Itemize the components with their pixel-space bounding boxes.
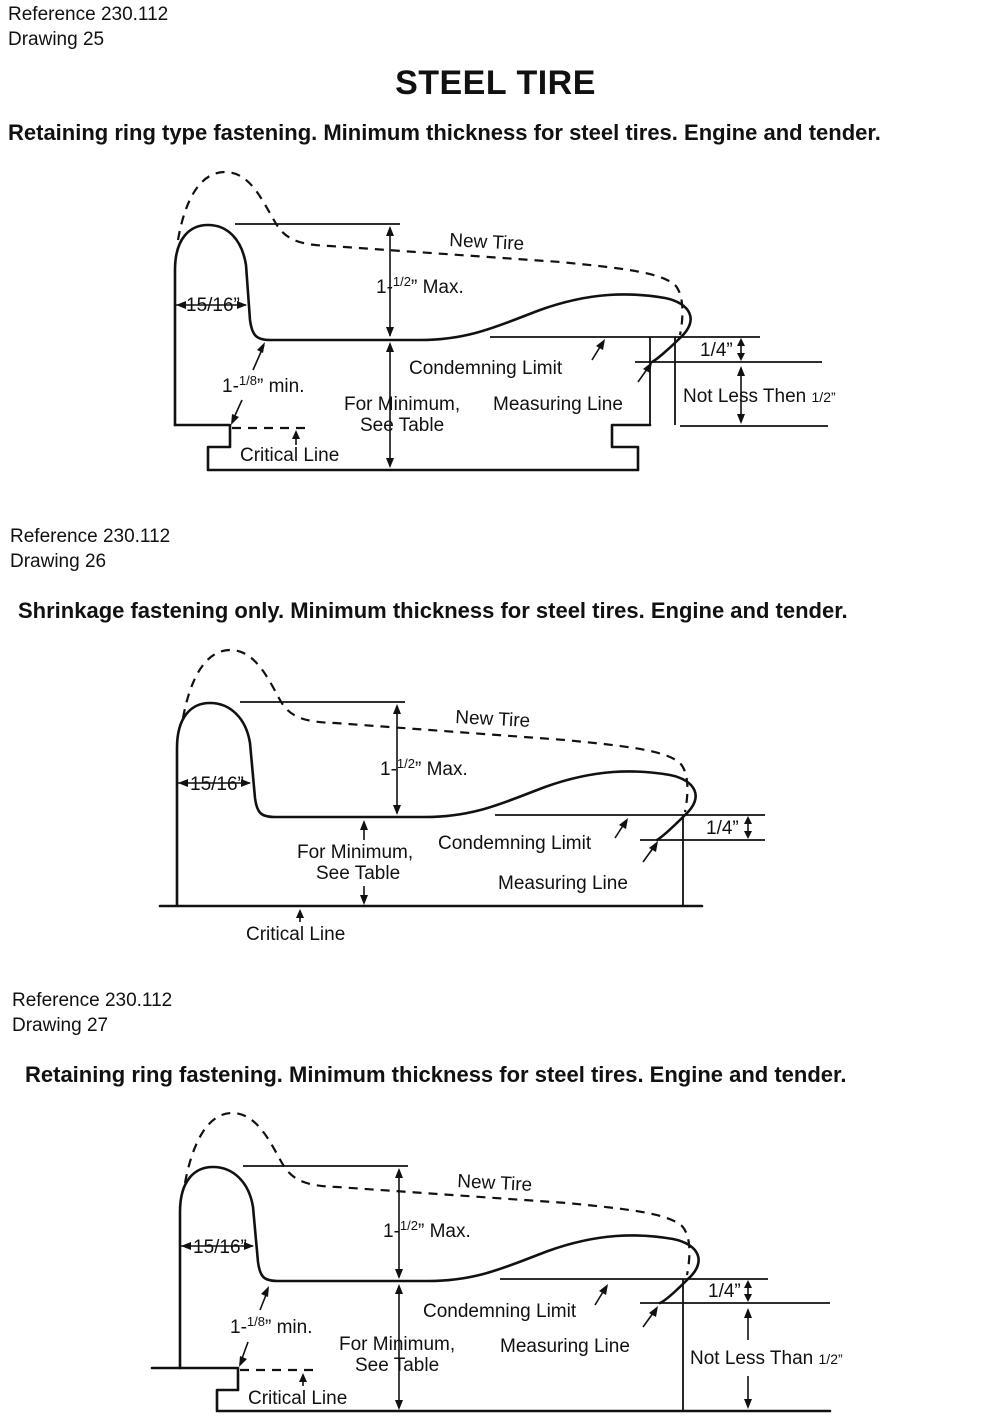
- new-tire-label: New Tire: [449, 230, 525, 255]
- max-label: 1-1/2” Max.: [376, 274, 464, 298]
- arrowhead: [299, 1373, 307, 1382]
- arrowhead: [386, 342, 394, 352]
- arrowhead: [176, 301, 186, 309]
- arrowhead: [643, 362, 652, 373]
- reference-label: Reference 230.112 Drawing 25: [8, 2, 168, 52]
- drawing-number: Drawing 25: [8, 29, 105, 50]
- arrowhead: [395, 1269, 403, 1279]
- arrowhead: [181, 1242, 191, 1250]
- critical-line-label: Critical Line: [240, 445, 339, 466]
- for-minimum-label: For Minimum,: [297, 842, 413, 863]
- arrowhead: [737, 338, 745, 346]
- flange-width-label: 15/16”: [186, 295, 240, 316]
- arrowhead: [257, 342, 265, 353]
- reference-number: Reference 230.112: [8, 4, 169, 25]
- new-tire-outline: [183, 1111, 691, 1276]
- condemning-limit-label: Condemning Limit: [438, 833, 592, 854]
- tire-profile-drawing-26: New Tire 1-1/2” Max. 15/16” Condemning L…: [0, 640, 991, 950]
- arrowhead: [737, 366, 745, 376]
- arrowhead: [237, 301, 247, 309]
- arrowhead: [744, 816, 752, 824]
- reference-number: Reference 230.112: [12, 990, 173, 1011]
- worn-tire-outline: [175, 701, 697, 907]
- not-less-label: Not Less Than 1/2”: [690, 1348, 843, 1369]
- page-title: STEEL TIRE: [395, 64, 596, 102]
- wheel-body-outline: [150, 1366, 832, 1413]
- not-less-label: Not Less Then 1/2”: [683, 386, 836, 407]
- arrowhead: [386, 458, 394, 468]
- arrowhead: [244, 1242, 254, 1250]
- arrowhead: [744, 1294, 752, 1302]
- tire-profile-drawing-25: New Tire 1-1/2” Max. 15/16” 1-1/8” min. …: [0, 160, 991, 490]
- reference-label: Reference 230.112 Drawing 27: [12, 988, 172, 1038]
- quarter-inch-label: 1/4”: [700, 340, 733, 361]
- drawing-caption: Shrinkage fastening only. Minimum thickn…: [18, 598, 848, 623]
- max-label: 1-1/2” Max.: [383, 1218, 471, 1242]
- critical-line-label: Critical Line: [246, 924, 345, 945]
- flange-width-label: 15/16”: [193, 1237, 247, 1258]
- arrowhead: [261, 1286, 269, 1297]
- min-label: 1-1/8” min.: [230, 1314, 312, 1338]
- arrowhead: [744, 1308, 752, 1318]
- arrowhead: [393, 704, 401, 714]
- worn-tire-outline: [173, 223, 692, 427]
- max-label: 1-1/2” Max.: [380, 756, 468, 780]
- min-label: 1-1/8” min.: [222, 373, 304, 397]
- arrowhead: [239, 1356, 247, 1367]
- new-tire-label: New Tire: [455, 707, 531, 732]
- see-table-label: See Table: [355, 1355, 439, 1376]
- arrowhead: [596, 339, 605, 350]
- drawing-caption: Retaining ring fastening. Minimum thickn…: [25, 1062, 847, 1087]
- arrowhead: [649, 1306, 658, 1317]
- drawing-number: Drawing 26: [10, 551, 107, 572]
- drawing-number: Drawing 27: [12, 1015, 109, 1036]
- arrowhead: [241, 779, 251, 787]
- flange-width-label: 15/16”: [190, 774, 244, 795]
- condemning-limit-label: Condemning Limit: [423, 1301, 577, 1322]
- condemning-limit-label: Condemning Limit: [409, 358, 563, 379]
- reference-number: Reference 230.112: [10, 526, 171, 547]
- arrowhead: [393, 805, 401, 815]
- reference-label: Reference 230.112 Drawing 26: [10, 524, 170, 574]
- new-tire-outline: [176, 170, 684, 336]
- arrowhead: [744, 831, 752, 839]
- quarter-inch-label: 1/4”: [708, 1281, 741, 1302]
- arrowhead: [649, 841, 658, 852]
- worn-tire-outline: [178, 1165, 700, 1370]
- arrowhead: [599, 1284, 608, 1295]
- arrowhead: [619, 818, 628, 829]
- arrowhead: [395, 1400, 403, 1410]
- arrowhead: [386, 327, 394, 337]
- wheel-body-outline: [173, 423, 652, 472]
- tire-profile-diagram: New Tire 1-1/2” Max. 15/16” 1-1/8” min. …: [173, 170, 836, 472]
- tire-profile-diagram: New Tire 1-1/2” Max. 15/16” Condemning L…: [158, 648, 765, 945]
- measuring-line-label: Measuring Line: [498, 873, 628, 894]
- arrowhead: [395, 1168, 403, 1178]
- arrowhead: [737, 414, 745, 424]
- measuring-line-label: Measuring Line: [493, 394, 623, 415]
- arrowhead: [360, 820, 368, 830]
- arrowhead: [178, 779, 188, 787]
- new-tire-label: New Tire: [457, 1171, 533, 1196]
- arrowhead: [395, 1284, 403, 1294]
- critical-line-label: Critical Line: [248, 1388, 347, 1409]
- new-tire-outline: [181, 648, 689, 813]
- see-table-label: See Table: [360, 415, 444, 436]
- for-minimum-label: For Minimum,: [339, 1334, 455, 1355]
- arrowhead: [292, 430, 300, 439]
- see-table-label: See Table: [316, 863, 400, 884]
- arrowhead: [744, 1280, 752, 1288]
- arrowhead: [737, 353, 745, 361]
- tire-profile-diagram: New Tire 1-1/2” Max. 15/16” 1-1/8” min. …: [150, 1111, 843, 1413]
- arrowhead: [231, 414, 239, 425]
- measuring-line-label: Measuring Line: [500, 1336, 630, 1357]
- arrowhead: [296, 909, 304, 918]
- for-minimum-label: For Minimum,: [344, 394, 460, 415]
- drawing-caption: Retaining ring type fastening. Minimum t…: [8, 120, 881, 145]
- tire-profile-drawing-27: New Tire 1-1/2” Max. 15/16” 1-1/8” min. …: [0, 1100, 991, 1418]
- quarter-inch-label: 1/4”: [706, 818, 739, 839]
- arrowhead: [386, 226, 394, 236]
- arrowhead: [360, 895, 368, 905]
- arrowhead: [744, 1399, 752, 1409]
